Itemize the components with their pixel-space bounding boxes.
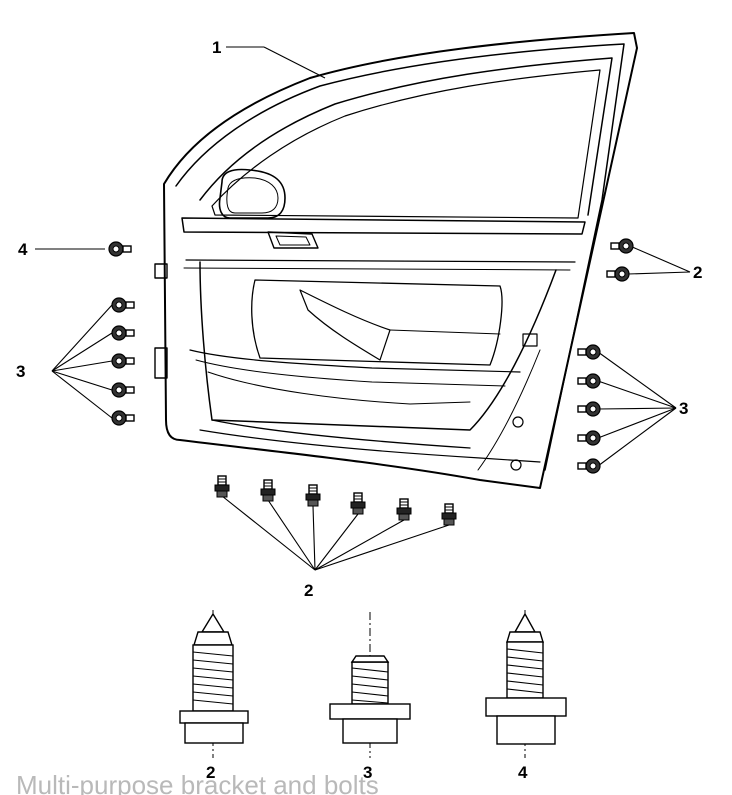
bolt-left-4-icon [111,382,135,398]
bolt-bottom-3-icon [305,484,321,507]
door-outer-edge [163,32,638,489]
bolt-left-5-icon [111,410,135,426]
bolt-left-1-icon [111,297,135,313]
callout-bolts-bottom: 2 [304,581,313,600]
callout-bolts-right-top: 2 [693,263,702,282]
bolt-right-top-1-icon [610,238,634,254]
hinge-upper [154,263,168,279]
stud-left-top-icon [108,241,132,257]
armrest [251,279,503,366]
label-fastener-2: 2 [206,763,215,782]
bolt-right-1-icon [577,344,601,360]
bolt-bottom-4-icon [350,492,366,515]
bolt-left-3-icon [111,353,135,369]
callout-numbers: 1 4 3 2 3 2 2 3 4 [16,38,702,782]
callout-bolts-left: 3 [16,362,25,381]
label-fastener-4: 4 [518,763,528,782]
bolt-right-4-icon [577,430,601,446]
callout-stud-left: 4 [18,240,28,259]
bolt-bottom-6-icon [441,503,457,526]
bolt-bottom-2-icon [260,479,276,502]
bolt-right-5-icon [577,458,601,474]
fastener-detail-3 [329,612,411,758]
hinge-lower [154,347,168,379]
label-fastener-3: 3 [363,763,372,782]
mirror-housing [218,168,286,219]
door-assembly [154,32,638,489]
trim-panel [199,261,557,431]
window-opening [211,69,601,219]
callout-bolts-right: 3 [679,399,688,418]
leader-lines [35,46,691,571]
belt-line [181,217,586,235]
window-frame-outer [175,43,625,471]
bolt-right-2-icon [577,373,601,389]
fastener-detail-2 [179,610,249,758]
bolt-right-3-icon [577,401,601,417]
door-handle [267,231,319,249]
window-frame-inner [199,57,613,216]
bolt-right-top-2-icon [606,266,630,282]
bolt-bottom-1-icon [214,475,230,498]
bolt-left-2-icon [111,325,135,341]
fastener-detail-4 [485,610,567,758]
callout-door: 1 [212,38,221,57]
bolt-bottom-5-icon [396,498,412,521]
caption-text: Multi-purpose bracket and bolts [16,770,379,795]
